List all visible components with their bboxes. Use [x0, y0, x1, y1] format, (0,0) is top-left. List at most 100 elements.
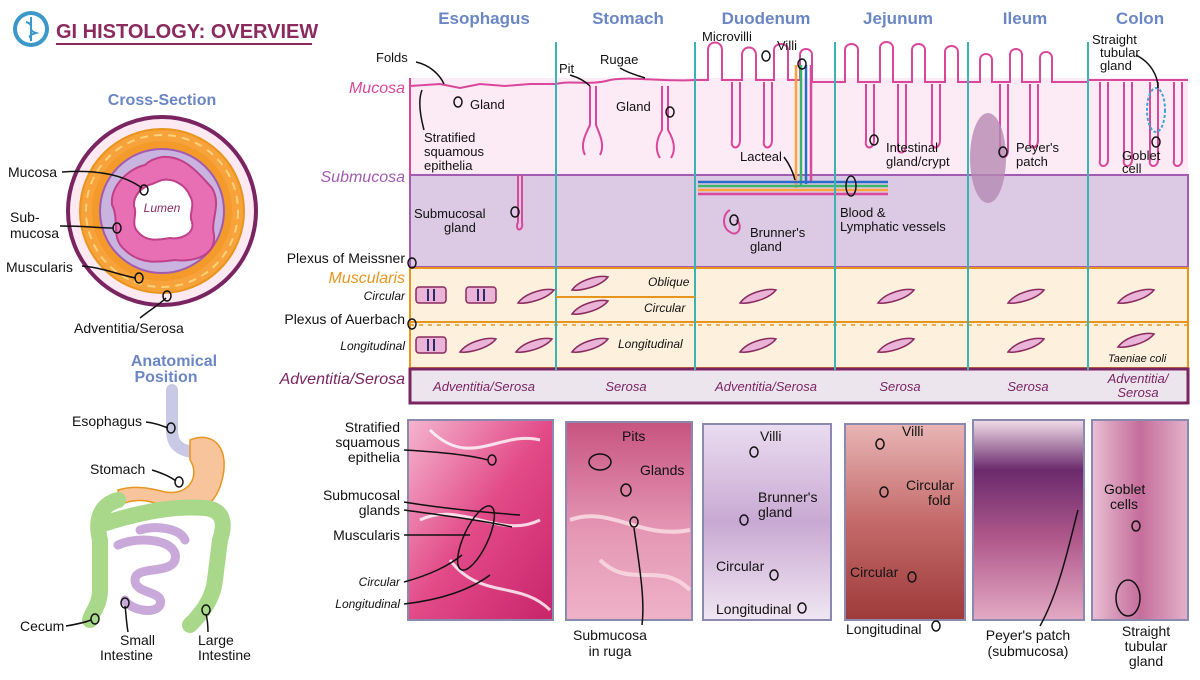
pointer-ring: [201, 604, 211, 616]
micro-label-peyer-2: (submucosa): [988, 643, 1069, 659]
label-peyer-1: Peyer's: [1016, 140, 1059, 155]
label-straight-1: Straight: [1092, 32, 1137, 47]
serosa-ileum: Serosa: [1007, 379, 1048, 394]
leader-line: [403, 574, 491, 605]
label-peyer-2: patch: [1016, 154, 1048, 169]
pointer-ring: [769, 569, 779, 581]
label-stomach-gland: Gland: [616, 99, 651, 114]
pointer-ring: [510, 206, 520, 218]
pointer-ring: [998, 146, 1008, 158]
pointer-ring: [407, 318, 417, 330]
segment-heading-jejunum: Jejunum: [863, 9, 933, 28]
micro-label-d-longitudinal: Longitudinal: [716, 601, 792, 617]
label-submucosal-gland-1: Submucosal: [414, 206, 486, 221]
layer-label-adventitia: Adventitia/Serosa: [279, 371, 406, 388]
pointer-ring: [134, 272, 144, 284]
leader-line: [403, 501, 521, 528]
anat-esophagus-label: Esophagus: [72, 413, 142, 429]
pointer-ring: [629, 516, 639, 528]
pointer-ring: [620, 483, 632, 497]
label-intestinal-2: gland/crypt: [886, 154, 950, 169]
label-goblet-1: Goblet: [1122, 148, 1161, 163]
pointer-ring: [797, 58, 807, 70]
cross-adventitia-label: Adventitia/Serosa: [74, 320, 184, 336]
pointer-ring: [729, 214, 739, 226]
label-stratified-2: squamous: [424, 144, 484, 159]
label-straight-2: tubular: [1100, 45, 1140, 60]
leader-line: [783, 156, 796, 181]
pointer-ring: [90, 613, 100, 625]
cross-mucosa-label: Mucosa: [8, 164, 57, 180]
leader-line: [619, 67, 646, 79]
serosa-jejunum: Serosa: [879, 379, 920, 394]
cross-section-title: Cross-Section: [108, 92, 216, 109]
micro-label-straight-3: gland: [1129, 653, 1163, 669]
pointer-ring: [739, 514, 749, 526]
layer-bands: [408, 78, 1190, 405]
micro-label-d-circular: Circular: [716, 558, 765, 574]
leader-line: [569, 74, 591, 87]
leader-line: [415, 61, 445, 85]
pointer-ring: [1131, 520, 1141, 532]
label-gland: Gland: [470, 97, 505, 112]
label-straight-3: gland: [1100, 58, 1132, 73]
label-villi: Villi: [777, 38, 797, 53]
micro-label-d-villi: Villi: [760, 428, 782, 444]
layer-label-circular: Circular: [364, 289, 406, 303]
mucosa-surface: [409, 41, 1188, 175]
cross-section-diagram: [66, 115, 258, 307]
anatomical-title-1: Anatomical: [131, 353, 217, 370]
micro-label-d-brunner-2: gland: [758, 504, 792, 520]
anat-stomach-label: Stomach: [90, 461, 145, 477]
page-title: GI HISTOLOGY: OVERVIEW: [56, 21, 318, 43]
leader-line: [403, 554, 463, 583]
leader-line: [61, 170, 143, 189]
label-microvilli: Microvilli: [702, 29, 752, 44]
micro-label-subglands-1: Submucosal: [323, 487, 400, 503]
micro-label-j-villi: Villi: [902, 423, 924, 439]
label-brunner-1: Brunner's: [750, 225, 806, 240]
anat-large-label-1: Large: [198, 632, 234, 648]
lumen-label: Lumen: [144, 201, 181, 215]
serosa-duodenum: Adventitia/Serosa: [714, 379, 817, 394]
micrograph-jejunum: [844, 423, 966, 621]
label-blood-1: Blood &: [840, 205, 886, 220]
micro-label-j-circ-2: fold: [928, 492, 951, 508]
leader-line: [633, 527, 644, 626]
anat-small-label-1: Small: [120, 632, 155, 648]
pointer-ring: [588, 453, 612, 471]
micrographs: [407, 419, 1189, 621]
pointer-ring: [797, 602, 807, 614]
leader-line: [59, 225, 115, 229]
micro-label-subruga-1: Submucosa: [573, 627, 647, 643]
serosa-colon-2: Serosa: [1117, 385, 1158, 400]
micro-label-pits: Pits: [622, 428, 645, 444]
label-folds: Folds: [376, 50, 408, 65]
pointer-ring: [456, 505, 496, 571]
micro-label-straight-1: Straight: [1122, 623, 1170, 639]
pointer-ring: [174, 476, 184, 488]
peyers-patch-shape: [970, 113, 1006, 203]
micro-label-d-brunner-1: Brunner's: [758, 489, 817, 505]
micro-label-goblet-2: cells: [1110, 496, 1138, 512]
leader-line: [145, 421, 169, 429]
segment-heading-duodenum: Duodenum: [722, 9, 811, 28]
pointer-ring: [761, 50, 771, 62]
pointer-ring: [120, 597, 130, 609]
pointer-ring: [749, 446, 759, 458]
micro-label-j-circular: Circular: [850, 564, 899, 580]
segment-heading-colon: Colon: [1116, 9, 1164, 28]
micro-label-muscularis: Muscularis: [333, 527, 400, 543]
label-stratified-1: Stratified: [424, 130, 475, 145]
pointer-ring: [453, 96, 463, 108]
label-stomach-circular: Circular: [644, 301, 686, 315]
layer-label-muscularis: Muscularis: [329, 270, 405, 287]
micro-label-subglands-2: glands: [359, 502, 400, 518]
micrograph-duodenum: [702, 423, 832, 621]
muscle-cells: [415, 275, 1156, 354]
colon-gland-highlight: [1146, 87, 1166, 133]
pointer-ring: [139, 184, 149, 196]
pointer-ring: [931, 620, 941, 632]
